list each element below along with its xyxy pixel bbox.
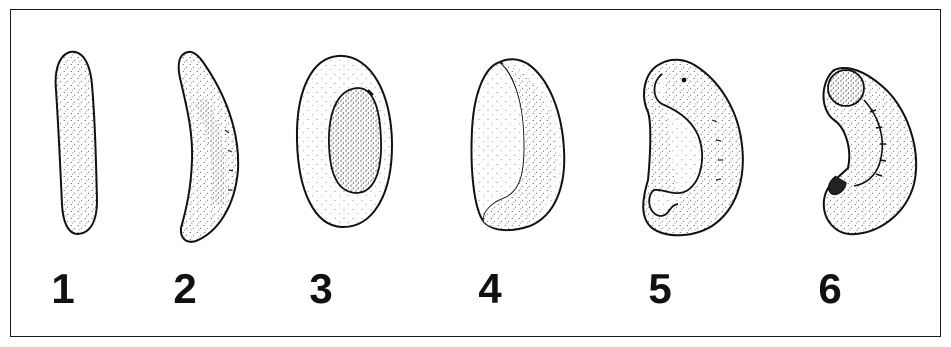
stage-2-label: 2 (173, 268, 196, 310)
stage-1-label: 1 (51, 268, 74, 310)
stage-2-figure (179, 52, 238, 242)
stage-6-figure (824, 68, 917, 234)
stage-3-label: 3 (309, 268, 332, 310)
stage-5-label: 5 (648, 268, 671, 310)
stage-5-figure (643, 60, 743, 236)
stage-4-label: 4 (478, 268, 501, 310)
stage-3-figure (297, 56, 392, 227)
stage-4-figure (472, 59, 565, 230)
stage-1-figure (56, 52, 97, 234)
stage-6-label: 6 (818, 268, 841, 310)
